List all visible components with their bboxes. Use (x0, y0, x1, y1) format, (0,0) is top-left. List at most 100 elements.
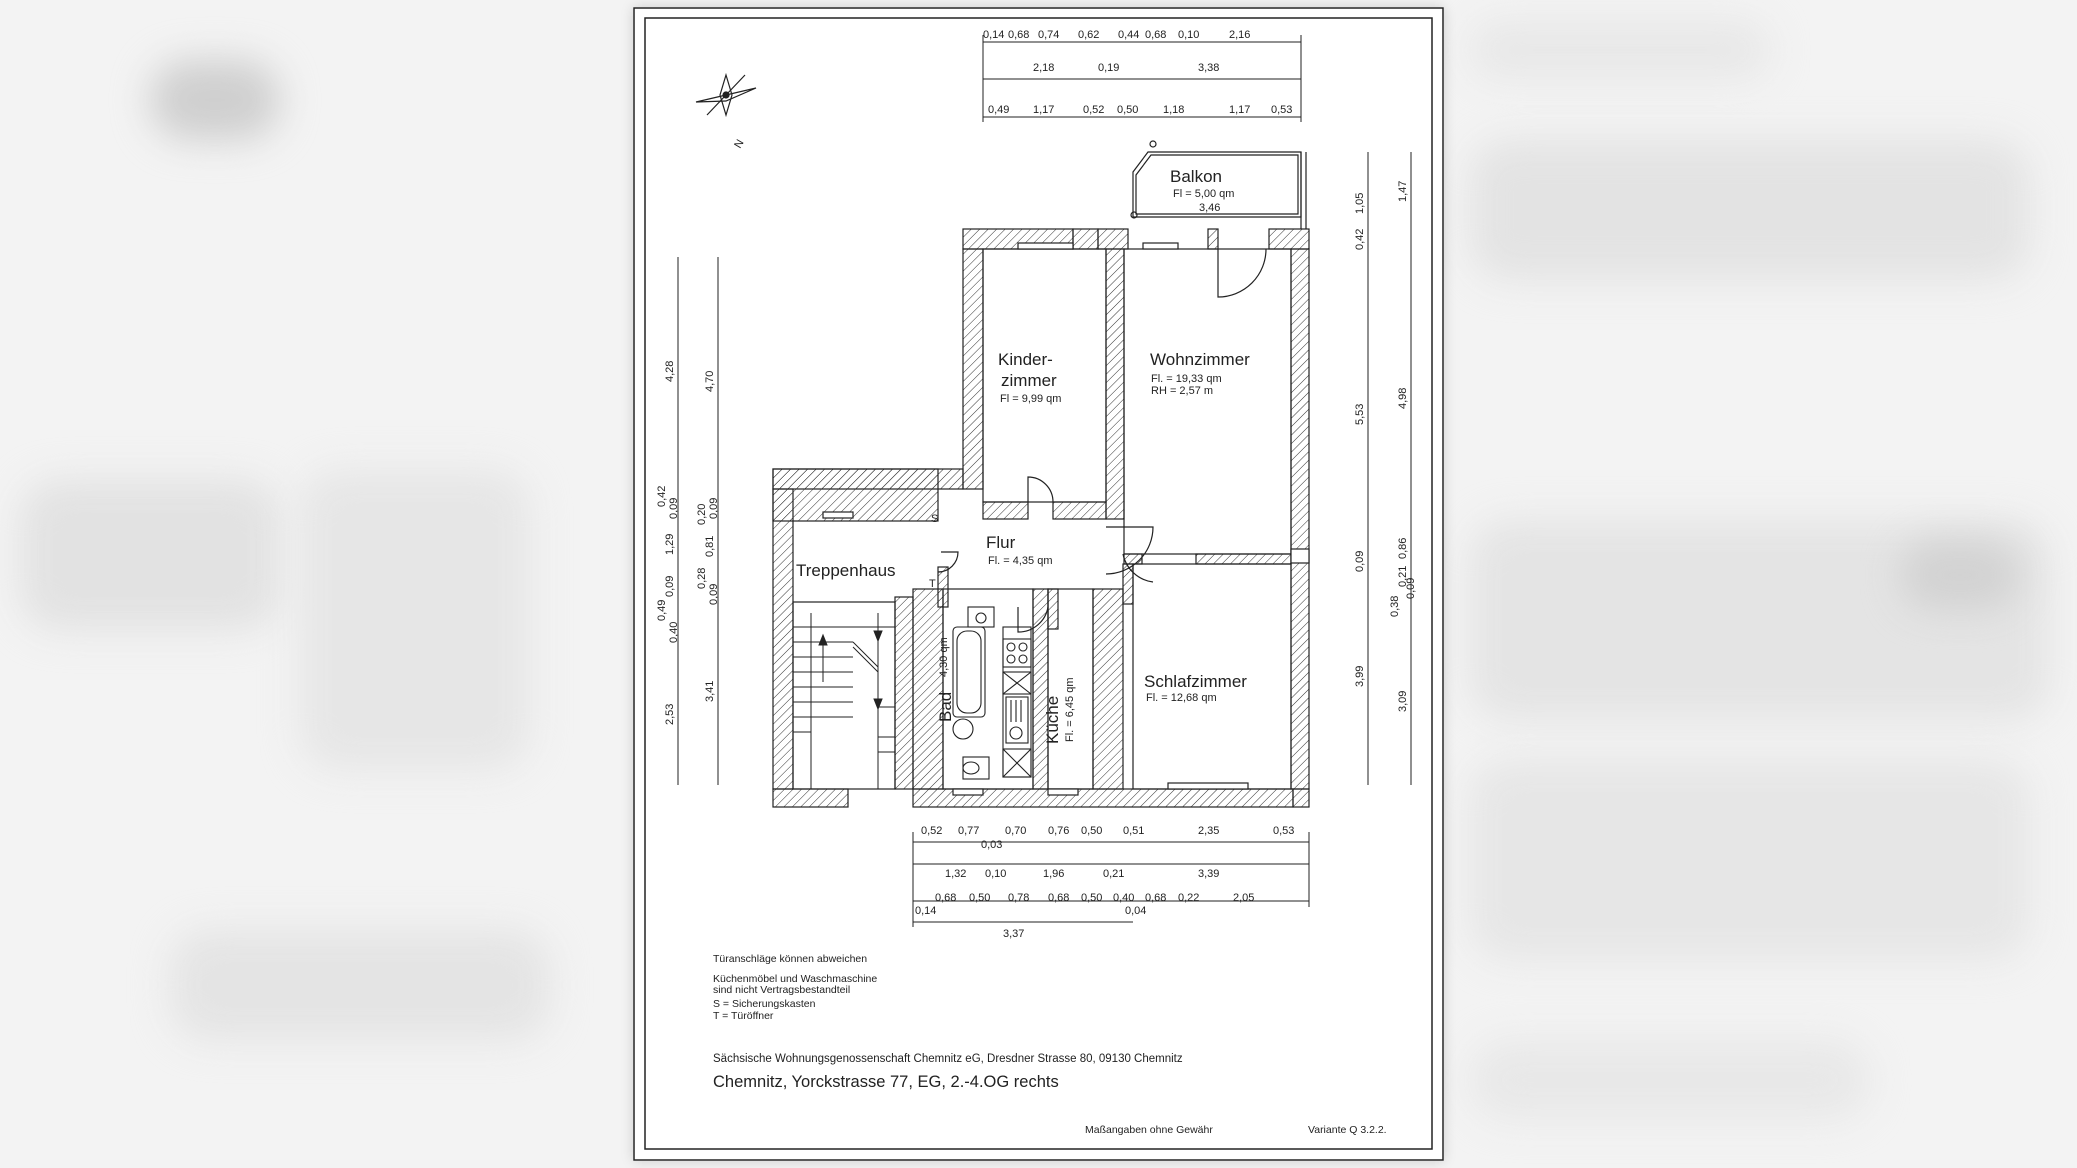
dim-bot-9: 0,53 (1273, 825, 1294, 837)
dim-bot-26: 3,37 (1003, 928, 1024, 940)
dims-top-row2: 2,18 0,19 3,38 (1033, 62, 1219, 74)
room-schlaf-name: Schlafzimmer (1144, 672, 1247, 691)
dim-bot-13: 0,21 (1103, 868, 1124, 880)
dim-bot-4: 0,70 (1005, 825, 1026, 837)
room-kinder-area: Fl = 9,99 qm (1000, 393, 1061, 405)
dims-bottom-row2: 1,32 0,10 1,96 0,21 3,39 (945, 868, 1219, 880)
room-balkon-dim: 3,46 (1199, 202, 1220, 214)
dim-right-1: 1,05 (1354, 193, 1366, 214)
note-4: S = Sicherungskasten (713, 998, 816, 1010)
dim-top-4: 0,62 (1078, 29, 1099, 41)
bathroom-fixtures (952, 606, 995, 780)
dim-top-11: 3,38 (1198, 62, 1219, 74)
windows (822, 242, 1310, 796)
dim-top-6: 0,68 (1145, 29, 1166, 41)
room-flur-area: Fl. = 4,35 qm (988, 555, 1053, 567)
dim-bot-2: 0,77 (958, 825, 979, 837)
dim-top-10: 0,19 (1098, 62, 1119, 74)
doors (937, 248, 1267, 633)
walls (772, 228, 1310, 808)
note-2: Küchenmöbel und Waschmaschine (713, 973, 877, 985)
dim-left-7: 0,40 (668, 622, 680, 643)
room-wohn-area: Fl. = 19,33 qm (1151, 373, 1222, 385)
dim-bot-25: 2,05 (1233, 892, 1254, 904)
dim-left-15: 3,41 (704, 681, 716, 702)
dim-bot-10: 1,32 (945, 868, 966, 880)
dim-top-2: 0,68 (1008, 29, 1029, 41)
dims-left-outer: 4,28 0,42 0,09 1,29 0,09 0,49 0,40 2,53 (656, 361, 680, 725)
dims-right-a: 1,05 0,42 5,53 0,09 3,99 (1354, 193, 1366, 687)
dim-bot-3: 0,03 (981, 839, 1002, 851)
dimension-lines (677, 35, 1412, 927)
address-line: Chemnitz, Yorckstrasse 77, EG, 2.-4.OG r… (713, 1073, 1059, 1091)
dim-bot-18: 0,78 (1008, 892, 1029, 904)
dim-bot-12: 1,96 (1043, 868, 1064, 880)
dim-bot-21: 0,40 (1113, 892, 1134, 904)
room-kinder-name-2: zimmer (1001, 371, 1057, 390)
north-label: N (732, 138, 746, 151)
room-treppe-name: Treppenhaus (796, 561, 896, 580)
dim-bot-22: 0,04 (1125, 905, 1146, 917)
dims-top-row1: 0,14 0,68 0,74 0,62 0,44 0,68 0,10 2,16 (983, 29, 1250, 41)
disclaimer: Maßangaben ohne Gewähr (1085, 1124, 1213, 1136)
room-wohn-rh: RH = 2,57 m (1151, 385, 1213, 397)
company-line: Sächsische Wohnungsgenossenschaft Chemni… (713, 1053, 1183, 1065)
dim-left-10: 0,20 (696, 504, 708, 525)
dim-left-3: 0,09 (668, 498, 680, 519)
dim-bot-24: 0,22 (1178, 892, 1199, 904)
dim-left-2: 0,42 (656, 486, 668, 507)
dim-top-9: 2,18 (1033, 62, 1054, 74)
room-kinder-name-1: Kinder- (998, 350, 1053, 369)
dim-bot-14: 3,39 (1198, 868, 1219, 880)
symbol-t: T (929, 578, 936, 590)
dims-right-b: 1,47 4,98 0,86 0,21 0,38 0,09 3,09 (1389, 181, 1417, 712)
room-bad-area: 4,30 qm (938, 637, 950, 677)
dim-bot-5: 0,76 (1048, 825, 1069, 837)
room-kueche-area: Fl. = 6,45 qm (1064, 677, 1076, 742)
dim-bot-17: 0,50 (969, 892, 990, 904)
dim-right-8: 0,86 (1397, 538, 1409, 559)
kitchen-fixtures (1002, 626, 1032, 778)
dim-bot-15: 0,14 (915, 905, 936, 917)
dim-right-7: 4,98 (1397, 388, 1409, 409)
dim-left-4: 1,29 (664, 534, 676, 555)
dim-right-9: 0,21 (1397, 566, 1409, 587)
dim-top-7: 0,10 (1178, 29, 1199, 41)
note-5: T = Türöffner (713, 1010, 774, 1022)
note-1: Türanschläge können abweichen (713, 953, 867, 965)
dim-left-14: 0,09 (708, 584, 720, 605)
dim-left-13: 0,28 (696, 568, 708, 589)
note-3: sind nicht Vertragsbestandteil (713, 984, 850, 996)
dim-left-5: 0,09 (664, 576, 676, 597)
room-outlines (792, 248, 1292, 790)
dims-left-inner: 4,70 0,20 0,09 0,81 0,28 0,09 3,41 (696, 371, 720, 702)
room-flur-name: Flur (986, 533, 1016, 552)
dim-bot-19: 0,68 (1048, 892, 1069, 904)
dim-left-1: 4,28 (664, 361, 676, 382)
dim-left-11: 0,09 (708, 498, 720, 519)
dim-top-1: 0,14 (983, 29, 1004, 41)
dim-left-9: 4,70 (704, 371, 716, 392)
dim-bot-11: 0,10 (985, 868, 1006, 880)
dim-top-15: 0,50 (1117, 104, 1138, 116)
dims-bottom-row3: 0,14 0,68 0,50 0,78 0,68 0,50 0,40 0,04 … (915, 892, 1254, 917)
room-balkon-area: Fl = 5,00 qm (1173, 188, 1234, 200)
dims-bottom-row1: 0,52 0,77 0,03 0,70 0,76 0,50 0,51 2,35 … (921, 825, 1294, 851)
dim-right-11: 0,09 (1405, 578, 1417, 599)
variant-label: Variante Q 3.2.2. (1308, 1124, 1387, 1136)
dim-bot-8: 2,35 (1198, 825, 1219, 837)
dim-right-12: 3,09 (1397, 691, 1409, 712)
dim-right-2: 0,42 (1354, 229, 1366, 250)
dim-bot-20: 0,50 (1081, 892, 1102, 904)
compass-icon (695, 67, 757, 123)
dim-top-13: 1,17 (1033, 104, 1054, 116)
dim-top-17: 1,17 (1229, 104, 1250, 116)
room-balkon-name: Balkon (1170, 167, 1222, 186)
dim-top-18: 0,53 (1271, 104, 1292, 116)
dim-top-8: 2,16 (1229, 29, 1250, 41)
dim-right-6: 1,47 (1397, 181, 1409, 202)
dim-right-4: 0,09 (1354, 551, 1366, 572)
dim-right-5: 3,99 (1354, 666, 1366, 687)
dim-top-3: 0,74 (1038, 29, 1059, 41)
